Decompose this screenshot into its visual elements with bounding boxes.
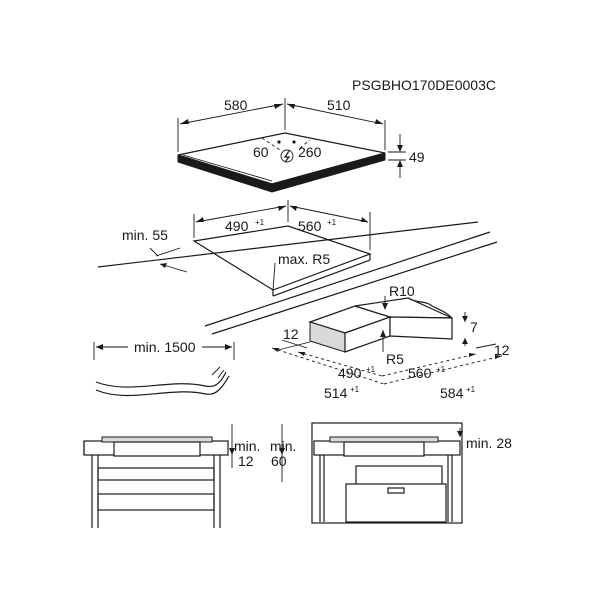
cutout-width-tol: +1 — [255, 218, 265, 227]
hob-width-label: 580 — [224, 97, 248, 113]
document-code: PSGBHO170DE0003C — [352, 77, 496, 93]
cable-length-label: min. 1500 — [134, 339, 196, 355]
dim-49: 49 — [388, 134, 425, 178]
cutout-depth-tol: +1 — [327, 218, 337, 227]
frame-outer-depth-tol: +1 — [466, 385, 476, 394]
dim-510: 510 — [286, 97, 386, 150]
lightning-icon — [283, 150, 291, 163]
frame-inner-width-label: 490 — [338, 365, 362, 381]
worktop-cutout — [97, 221, 498, 335]
frame-inner-depth-tol: +1 — [436, 365, 446, 374]
dim-cutout: 490 +1 560 +1 — [193, 200, 371, 250]
dim-radius: max. R5 — [272, 251, 330, 291]
section-left-min-value-2: 60 — [271, 453, 287, 469]
oven-handle — [387, 487, 405, 494]
frame-outer-width-label: 514 — [324, 385, 348, 401]
section-view-left: min. 12 min. 60 — [83, 424, 296, 528]
section-left-min-label-2: min. — [270, 438, 296, 454]
cutout-depth-label: 560 — [298, 218, 322, 234]
section-view-right: min. 28 — [311, 422, 512, 524]
cutout-radius-label: max. R5 — [278, 251, 330, 267]
dim-min55: min. 55 — [122, 227, 188, 273]
frame-inner-depth-label: 560 — [408, 365, 432, 381]
cable-drawing: min. 1500 — [93, 339, 235, 397]
frame-dims: R10 R5 7 12 12 490 +1 560 +1 514 +1 584 … — [271, 283, 510, 401]
hob-drawing — [177, 132, 386, 193]
section-left-min-value-1: 12 — [238, 453, 254, 469]
section-right-min-label: min. 28 — [466, 435, 512, 451]
hob-depth-label: 510 — [327, 97, 351, 113]
frame-edge-label: 12 — [283, 326, 299, 342]
frame-edge-right-label: 12 — [494, 342, 510, 358]
frame-inner-width-tol: +1 — [366, 365, 376, 374]
power-connection-icon — [280, 149, 294, 163]
dim-580: 580 — [177, 97, 286, 152]
hob-height-label: 49 — [409, 149, 425, 165]
cable-left-label: 60 — [253, 144, 269, 160]
section-left-min-label-1: min. — [234, 438, 260, 454]
frame-outer-depth-label: 584 — [440, 385, 464, 401]
frame-r5-label: R5 — [386, 351, 404, 367]
cable-right-label: 260 — [298, 144, 322, 160]
cutout-width-label: 490 — [225, 218, 249, 234]
frame-r10-label: R10 — [389, 283, 415, 299]
hob-section — [101, 436, 213, 443]
frame-thickness-label: 7 — [470, 319, 478, 335]
min-edge-label: min. 55 — [122, 227, 168, 243]
support-frame — [308, 297, 453, 353]
frame-outer-width-tol: +1 — [350, 385, 360, 394]
section-right-frame — [311, 422, 463, 524]
